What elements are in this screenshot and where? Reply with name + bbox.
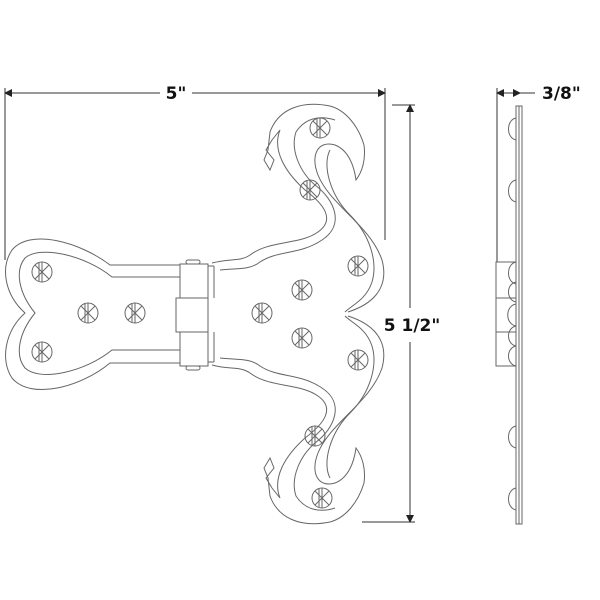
right-leaf bbox=[211, 103, 385, 525]
depth-label: 3/8" bbox=[542, 84, 581, 104]
hinge-front-view bbox=[5, 103, 385, 525]
hinge-knuckle bbox=[175, 259, 215, 371]
left-leaf bbox=[5, 238, 180, 391]
screw-holes bbox=[31, 117, 369, 509]
hinge-side-view bbox=[495, 105, 523, 525]
height-label: 5 1/2" bbox=[384, 316, 440, 336]
width-label: 5" bbox=[166, 84, 187, 104]
width-dimension: 5" bbox=[4, 84, 386, 260]
height-dimension: 5 1/2" bbox=[362, 104, 440, 523]
depth-dimension: 3/8" bbox=[496, 84, 581, 262]
